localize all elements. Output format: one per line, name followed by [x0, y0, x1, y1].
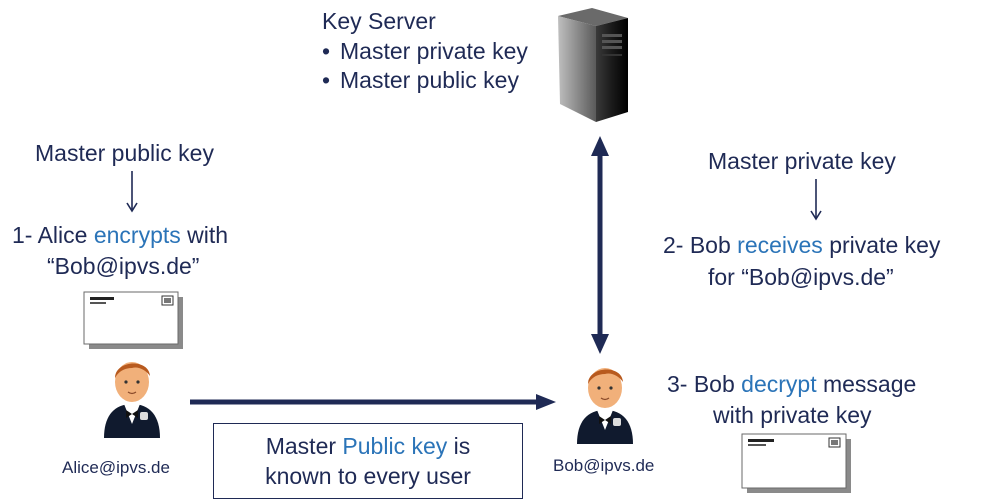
step-text: 3- Bob: [667, 371, 742, 397]
bob-name: Bob@ipvs.de: [553, 456, 655, 475]
envelope-icon: [83, 291, 183, 349]
alice-step-line1: 1- Alice encrypts with: [12, 220, 228, 250]
bob-step2-line2: for “Bob@ipvs.de”: [708, 264, 894, 290]
key-server-item-public: • Master public key: [322, 65, 519, 95]
step-text: private key: [822, 232, 941, 258]
note-box: Master Public key is known to every user: [213, 423, 523, 499]
alice-master-public-key-label: Master public key: [35, 140, 214, 166]
bullet-icon: •: [322, 67, 331, 93]
step-text: message: [816, 371, 917, 397]
alice-step-line2: “Bob@ipvs.de”: [47, 253, 200, 279]
note-line2: known to every user: [265, 463, 471, 489]
step-highlight: encrypts: [93, 222, 181, 248]
alice-name: Alice@ipvs.de: [62, 458, 170, 477]
key-server-item-label: Master private key: [340, 38, 528, 64]
down-arrow-icon: [810, 179, 822, 221]
bullet-icon: •: [322, 38, 331, 64]
note-text: Master: [265, 433, 343, 459]
step-text: with: [180, 222, 229, 248]
key-server-title: Key Server: [322, 8, 436, 34]
person-icon: [104, 362, 160, 438]
bob-step3-line1: 3- Bob decrypt message: [667, 369, 916, 399]
key-server-item-label: Master public key: [340, 67, 519, 93]
note-highlight: Public key: [342, 433, 448, 459]
right-arrow-icon: [190, 394, 556, 410]
note-text: is: [447, 433, 471, 459]
bob-step2-line1: 2- Bob receives private key: [663, 230, 940, 260]
person-icon: [577, 368, 633, 444]
key-server-item-private: • Master private key: [322, 36, 528, 66]
step-text: 2- Bob: [663, 232, 738, 258]
double-arrow-icon: [591, 136, 609, 354]
step-highlight: receives: [737, 232, 823, 258]
note-line1: Master Public key is: [214, 431, 522, 461]
envelope-icon: [741, 433, 851, 493]
server-icon: [558, 8, 628, 122]
down-arrow-icon: [126, 171, 138, 213]
step-highlight: decrypt: [741, 371, 817, 397]
bob-step3-line2: with private key: [713, 402, 872, 428]
step-text: 1- Alice: [12, 222, 94, 248]
bob-master-private-key-label: Master private key: [708, 148, 896, 174]
